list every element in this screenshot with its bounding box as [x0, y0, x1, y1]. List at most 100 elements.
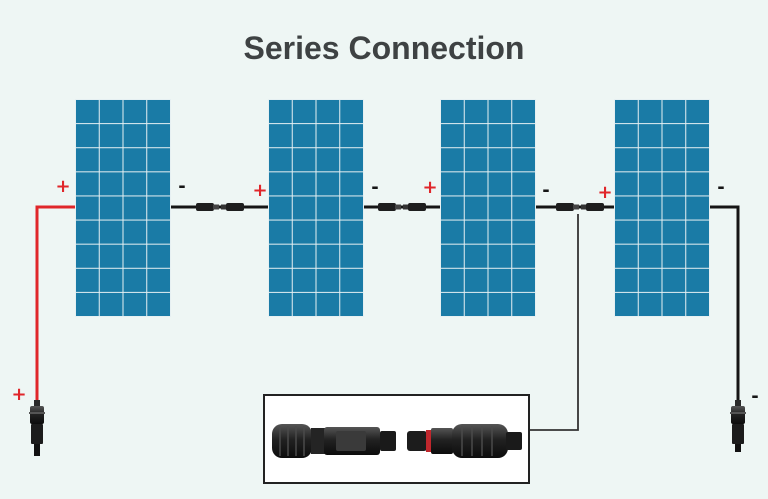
positive-end-connector	[29, 400, 45, 456]
solar-cell	[269, 268, 292, 292]
solar-cell	[340, 220, 363, 244]
solar-cell	[99, 244, 123, 268]
positive-lead-wire	[35, 205, 75, 400]
solar-cell	[488, 196, 512, 220]
solar-cell	[638, 172, 662, 196]
solar-cell	[99, 220, 123, 244]
solar-cell	[464, 220, 488, 244]
panel-plus-sign: +	[422, 177, 437, 198]
panel-plus-sign: +	[252, 180, 267, 201]
solar-cell	[340, 244, 363, 268]
negative-terminal-sign: -	[751, 386, 758, 407]
solar-cell	[316, 268, 340, 292]
solar-cell	[464, 172, 488, 196]
solar-cell	[638, 292, 662, 316]
solar-cell	[316, 220, 340, 244]
solar-cell	[615, 292, 638, 316]
solar-cell	[638, 196, 662, 220]
solar-cell	[76, 148, 99, 172]
solar-cell	[686, 148, 709, 172]
panel-minus-sign: -	[178, 176, 185, 197]
solar-panel	[440, 99, 536, 317]
solar-cell	[76, 100, 99, 124]
solar-cell	[512, 220, 535, 244]
solar-cell	[123, 268, 147, 292]
solar-cell	[123, 292, 147, 316]
solar-cell	[686, 172, 709, 196]
panel-minus-sign: -	[371, 177, 378, 198]
solar-cell	[76, 268, 99, 292]
solar-cell	[316, 172, 340, 196]
solar-cell	[615, 100, 638, 124]
panel-plus-sign: +	[597, 182, 612, 203]
solar-cell	[269, 196, 292, 220]
solar-cell	[488, 172, 512, 196]
solar-cell	[488, 100, 512, 124]
solar-cell	[662, 196, 686, 220]
solar-cell	[147, 244, 170, 268]
solar-cell	[340, 268, 363, 292]
inline-mc4-connector	[378, 203, 426, 211]
solar-cell	[615, 124, 638, 148]
mc4-male-connector-image	[272, 424, 396, 458]
solar-cell	[512, 292, 535, 316]
solar-cell	[512, 196, 535, 220]
solar-cell	[464, 292, 488, 316]
solar-cell	[99, 124, 123, 148]
solar-cell	[464, 100, 488, 124]
solar-cell	[340, 100, 363, 124]
solar-cell	[147, 292, 170, 316]
solar-cell	[615, 148, 638, 172]
solar-panel	[75, 99, 171, 317]
solar-cell	[686, 124, 709, 148]
solar-cell	[292, 148, 316, 172]
solar-cell	[147, 220, 170, 244]
solar-cell	[488, 292, 512, 316]
solar-cell	[512, 124, 535, 148]
solar-cell	[99, 196, 123, 220]
solar-cell	[638, 220, 662, 244]
solar-cell	[488, 244, 512, 268]
solar-cell	[615, 196, 638, 220]
solar-cell	[269, 172, 292, 196]
solar-cell	[686, 268, 709, 292]
solar-cell	[662, 268, 686, 292]
solar-cell	[662, 220, 686, 244]
solar-cell	[638, 268, 662, 292]
solar-cell	[269, 148, 292, 172]
panel-plus-sign: +	[55, 176, 70, 197]
solar-cell	[147, 124, 170, 148]
solar-cell	[123, 220, 147, 244]
solar-cell	[292, 268, 316, 292]
solar-cell	[441, 100, 464, 124]
solar-cell	[464, 268, 488, 292]
solar-cell	[662, 172, 686, 196]
solar-cell	[76, 244, 99, 268]
solar-cell	[662, 148, 686, 172]
connector-inset	[263, 394, 530, 484]
solar-cell	[615, 244, 638, 268]
negative-lead-wire	[710, 205, 740, 400]
solar-cell	[316, 124, 340, 148]
solar-cell	[340, 292, 363, 316]
solar-cell	[512, 148, 535, 172]
solar-cell	[292, 220, 316, 244]
callout-line	[527, 214, 579, 431]
solar-cell	[441, 292, 464, 316]
positive-terminal-sign: +	[11, 384, 26, 405]
solar-cell	[147, 148, 170, 172]
solar-cell	[76, 220, 99, 244]
solar-cell	[662, 244, 686, 268]
solar-panel	[614, 99, 710, 317]
solar-cell	[686, 220, 709, 244]
solar-cell	[76, 172, 99, 196]
solar-cell	[147, 196, 170, 220]
solar-cell	[686, 292, 709, 316]
solar-cell	[316, 292, 340, 316]
solar-cell	[638, 244, 662, 268]
solar-cell	[441, 268, 464, 292]
diagram-title: Series Connection	[243, 30, 525, 66]
solar-cell	[269, 124, 292, 148]
solar-panel	[268, 99, 364, 317]
solar-cell	[269, 244, 292, 268]
